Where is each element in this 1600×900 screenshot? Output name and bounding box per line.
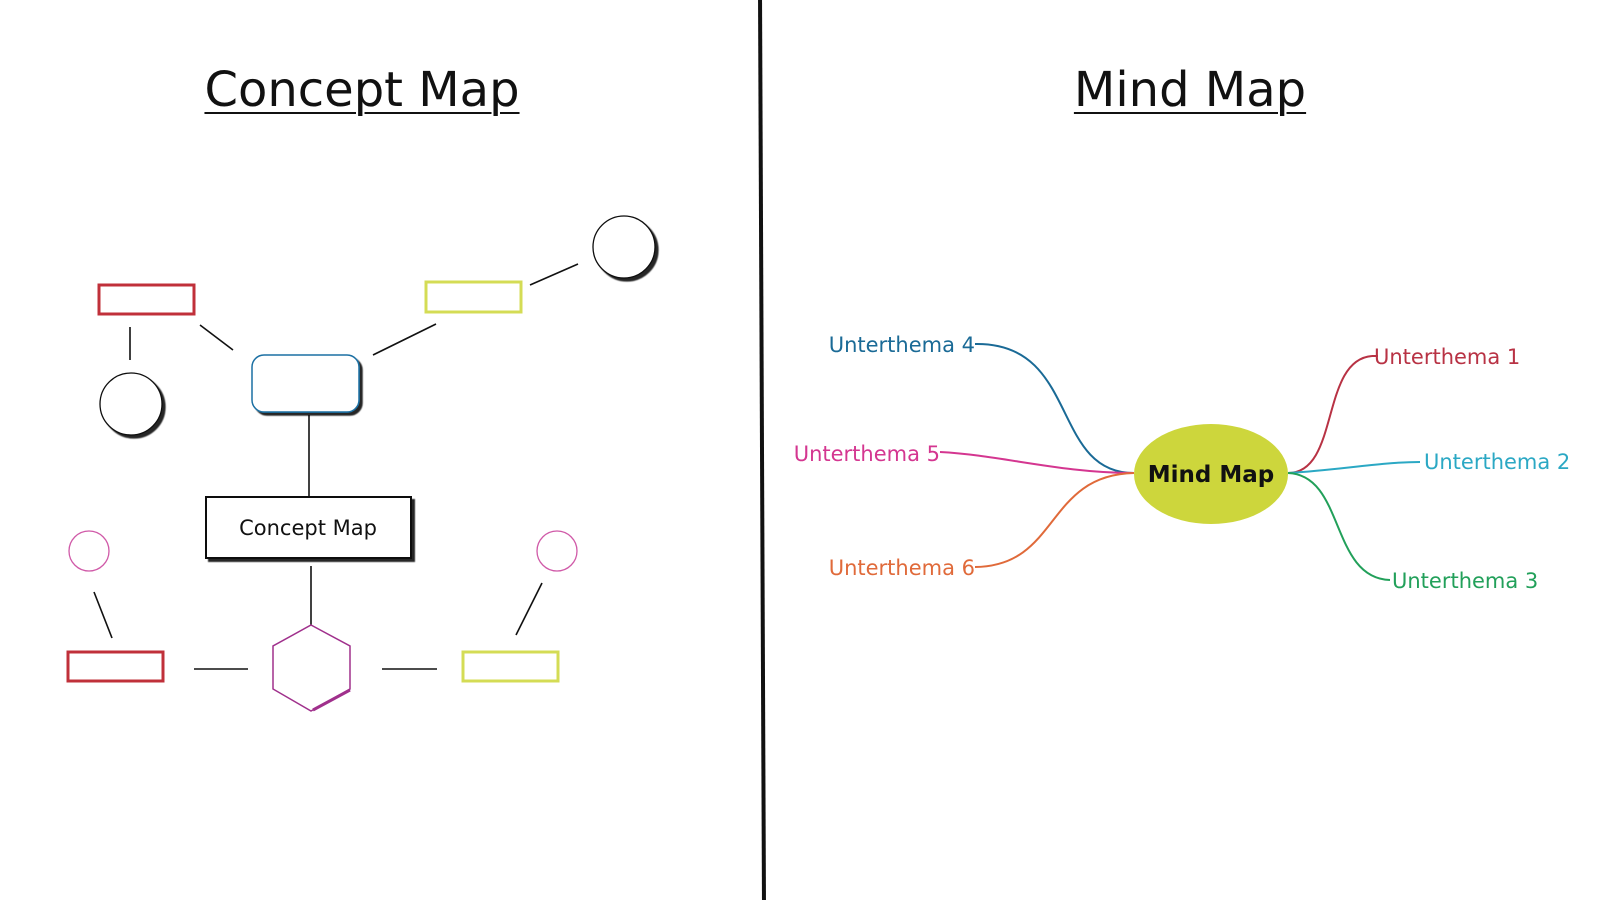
branch-line-3 (1287, 472, 1391, 581)
branch-label-2: Unterthema 2 (1424, 450, 1570, 474)
connector-yellowbox-circle (529, 263, 579, 286)
connector-bluenode-yellowbox (372, 323, 437, 356)
branch-label-6: Unterthema 6 (829, 556, 975, 580)
pink-circle-node-right (536, 530, 578, 572)
yellow-rect-node-top (424, 280, 523, 314)
branch-label-4: Unterthema 4 (829, 333, 975, 357)
central-node-box (205, 496, 412, 559)
branch-line-2 (1287, 461, 1421, 474)
connector-redbox-bluenode (199, 324, 234, 351)
mind-map-center-node: Mind Map (1134, 424, 1288, 524)
center-ellipse (1134, 424, 1288, 524)
central-node-label: Concept Map (239, 516, 377, 540)
red-rect-node-top (97, 283, 196, 316)
mind-map-title: Mind Map (1073, 62, 1307, 118)
circle-node-top-right (592, 215, 656, 279)
red-rect-node-bottom (66, 650, 165, 683)
branch-line-4 (974, 342, 1135, 474)
concept-central-node: Concept Map (205, 496, 412, 559)
blue-rounded-node (251, 354, 360, 413)
mind-map-diagram: Mind Map Unterthema 1 Unterthema 2 Unter… (794, 333, 1571, 593)
concept-map-title: Concept Map (204, 62, 520, 118)
connector-pinkcircle-yellowbox (515, 582, 543, 636)
concept-map-diagram: Concept Map (66, 215, 656, 712)
yellow-rect-node-bottom (461, 650, 560, 683)
center-label: Mind Map (1148, 462, 1275, 488)
branch-line-6 (974, 472, 1135, 568)
hexagon-shadow-edge (312, 688, 351, 712)
pink-circle-node-left (68, 530, 110, 572)
magenta-hexagon-node (272, 624, 351, 712)
connector-pinkcircle-redbox (93, 591, 113, 639)
concept-connectors (93, 263, 579, 670)
branch-label-3: Unterthema 3 (1392, 569, 1538, 593)
branch-label-5: Unterthema 5 (794, 442, 940, 466)
circle-node-left (99, 372, 163, 436)
branch-label-1: Unterthema 1 (1374, 345, 1520, 369)
branch-line-1 (1287, 355, 1373, 474)
branch-line-5 (939, 451, 1135, 474)
